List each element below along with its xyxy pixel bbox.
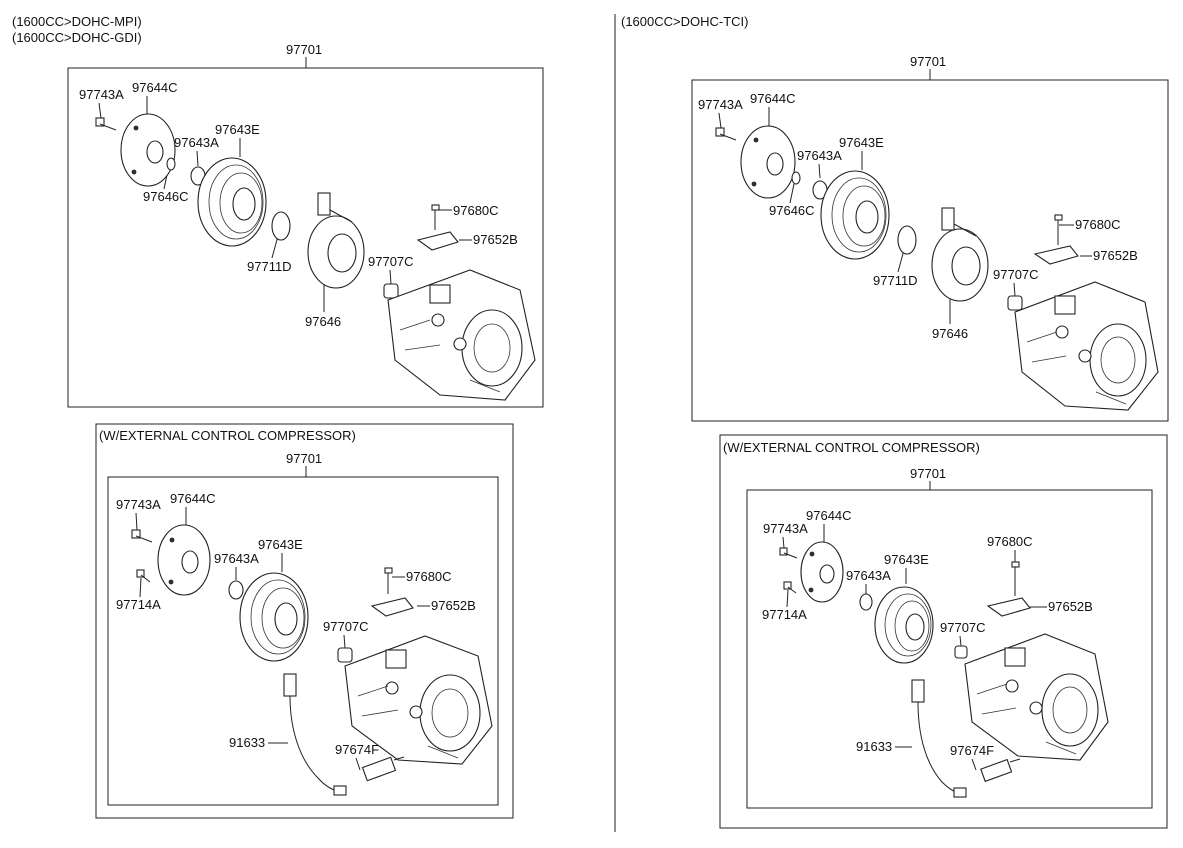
label-97643a: 97643A: [214, 551, 259, 566]
clutch-hub-icon: [800, 541, 844, 603]
label-97652b: 97652B: [1048, 599, 1093, 614]
label-97680c: 97680C: [987, 534, 1033, 549]
label-97646c: 97646C: [143, 189, 189, 204]
label-97644c: 97644C: [132, 80, 178, 95]
small-bolt-icon: [1011, 561, 1020, 596]
panel-right-top: 97701 97743A 97644C 97643A 97643E 97646C…: [691, 54, 1169, 422]
label-97644c: 97644C: [170, 491, 216, 506]
label-97707c: 97707C: [940, 620, 986, 635]
compressor-icon: [1014, 281, 1159, 411]
label-97707c: 97707C: [368, 254, 414, 269]
pulley-icon: [874, 586, 934, 664]
label-97743a: 97743A: [116, 497, 161, 512]
label-97644c: 97644C: [750, 91, 796, 106]
cap-icon: [1007, 295, 1023, 311]
harness-icon: [911, 679, 967, 798]
harness-icon: [283, 673, 347, 796]
label-97652b: 97652B: [473, 232, 518, 247]
label-97743a: 97743A: [763, 521, 808, 536]
pulley-icon: [239, 572, 309, 662]
label-97743a: 97743A: [79, 87, 124, 102]
snap-ring-icon: [271, 211, 291, 241]
label-91633: 91633: [229, 735, 265, 750]
compressor-icon: [964, 633, 1109, 761]
snap-ring-icon: [897, 225, 917, 255]
small-bolt-icon: [384, 567, 393, 594]
bracket-icon: [986, 597, 1031, 617]
label-97643a: 97643A: [797, 148, 842, 163]
clutch-hub-icon: [120, 113, 176, 187]
bolt-icon: [779, 547, 798, 559]
label-97743a: 97743A: [698, 97, 743, 112]
bolt-icon: [715, 127, 737, 141]
label-97711d: 97711D: [247, 259, 292, 274]
label-97674f: 97674F: [335, 742, 379, 757]
label-97714a: 97714A: [116, 597, 161, 612]
label-97646: 97646: [932, 326, 968, 341]
compressor-icon: [387, 269, 536, 401]
panel-left-bottom: (W/EXTERNAL CONTROL COMPRESSOR) 97701 97…: [95, 423, 514, 819]
bolt-icon: [131, 529, 153, 543]
bolt-icon: [136, 569, 151, 583]
cap-icon: [954, 645, 968, 659]
label-ext-control-right: (W/EXTERNAL CONTROL COMPRESSOR): [723, 440, 980, 455]
bolt-icon: [95, 117, 117, 131]
label-91633: 91633: [856, 739, 892, 754]
label-97643a: 97643A: [846, 568, 891, 583]
label-97646c: 97646C: [769, 203, 815, 218]
label-97701: 97701: [286, 451, 322, 466]
label-97701: 97701: [910, 466, 946, 481]
shim-ring-icon: [228, 580, 244, 600]
field-coil-icon: [307, 192, 365, 289]
shim-icon: [166, 157, 176, 171]
cap-icon: [337, 647, 353, 663]
clutch-hub-icon: [157, 524, 211, 596]
small-bolt-icon: [431, 204, 440, 230]
pulley-icon: [820, 170, 890, 260]
label-97680c: 97680C: [406, 569, 452, 584]
label-97674f: 97674F: [950, 743, 994, 758]
header-dohc-mpi: (1600CC>DOHC-MPI): [12, 14, 142, 29]
label-97652b: 97652B: [431, 598, 476, 613]
label-97680c: 97680C: [453, 203, 499, 218]
clutch-hub-icon: [740, 125, 796, 199]
cap-icon: [383, 283, 399, 299]
header-dohc-gdi: (1600CC>DOHC-GDI): [12, 30, 142, 45]
shim-icon: [791, 171, 801, 185]
label-97652b: 97652B: [1093, 248, 1138, 263]
valve-icon: [980, 758, 1021, 783]
shim-ring-icon: [859, 593, 873, 611]
label-97643e: 97643E: [215, 122, 260, 137]
label-97714a: 97714A: [762, 607, 807, 622]
bolt-icon: [783, 581, 797, 594]
label-97644c: 97644C: [806, 508, 852, 523]
compressor-icon: [344, 635, 493, 765]
label-97643a: 97643A: [174, 135, 219, 150]
label-97680c: 97680C: [1075, 217, 1121, 232]
field-coil-icon: [931, 207, 989, 302]
label-97643e: 97643E: [839, 135, 884, 150]
small-bolt-icon: [1054, 214, 1063, 245]
label-97701: 97701: [910, 54, 946, 69]
label-97643e: 97643E: [884, 552, 929, 567]
label-97701: 97701: [286, 42, 322, 57]
label-97707c: 97707C: [993, 267, 1039, 282]
pulley-icon: [197, 157, 267, 247]
valve-icon: [361, 756, 405, 782]
label-97643e: 97643E: [258, 537, 303, 552]
label-ext-control-left: (W/EXTERNAL CONTROL COMPRESSOR): [99, 428, 356, 443]
panel-left-top: 97701 97743A 97644C 97643A 97643E 97646C…: [67, 42, 544, 408]
bracket-icon: [1033, 245, 1079, 265]
label-97707c: 97707C: [323, 619, 369, 634]
bracket-icon: [416, 231, 459, 251]
panel-right-bottom: (W/EXTERNAL CONTROL COMPRESSOR) 97701 97…: [719, 434, 1168, 829]
label-97711d: 97711D: [873, 273, 918, 288]
bracket-icon: [370, 597, 414, 617]
header-dohc-tci: (1600CC>DOHC-TCI): [621, 14, 749, 29]
label-97646: 97646: [305, 314, 341, 329]
